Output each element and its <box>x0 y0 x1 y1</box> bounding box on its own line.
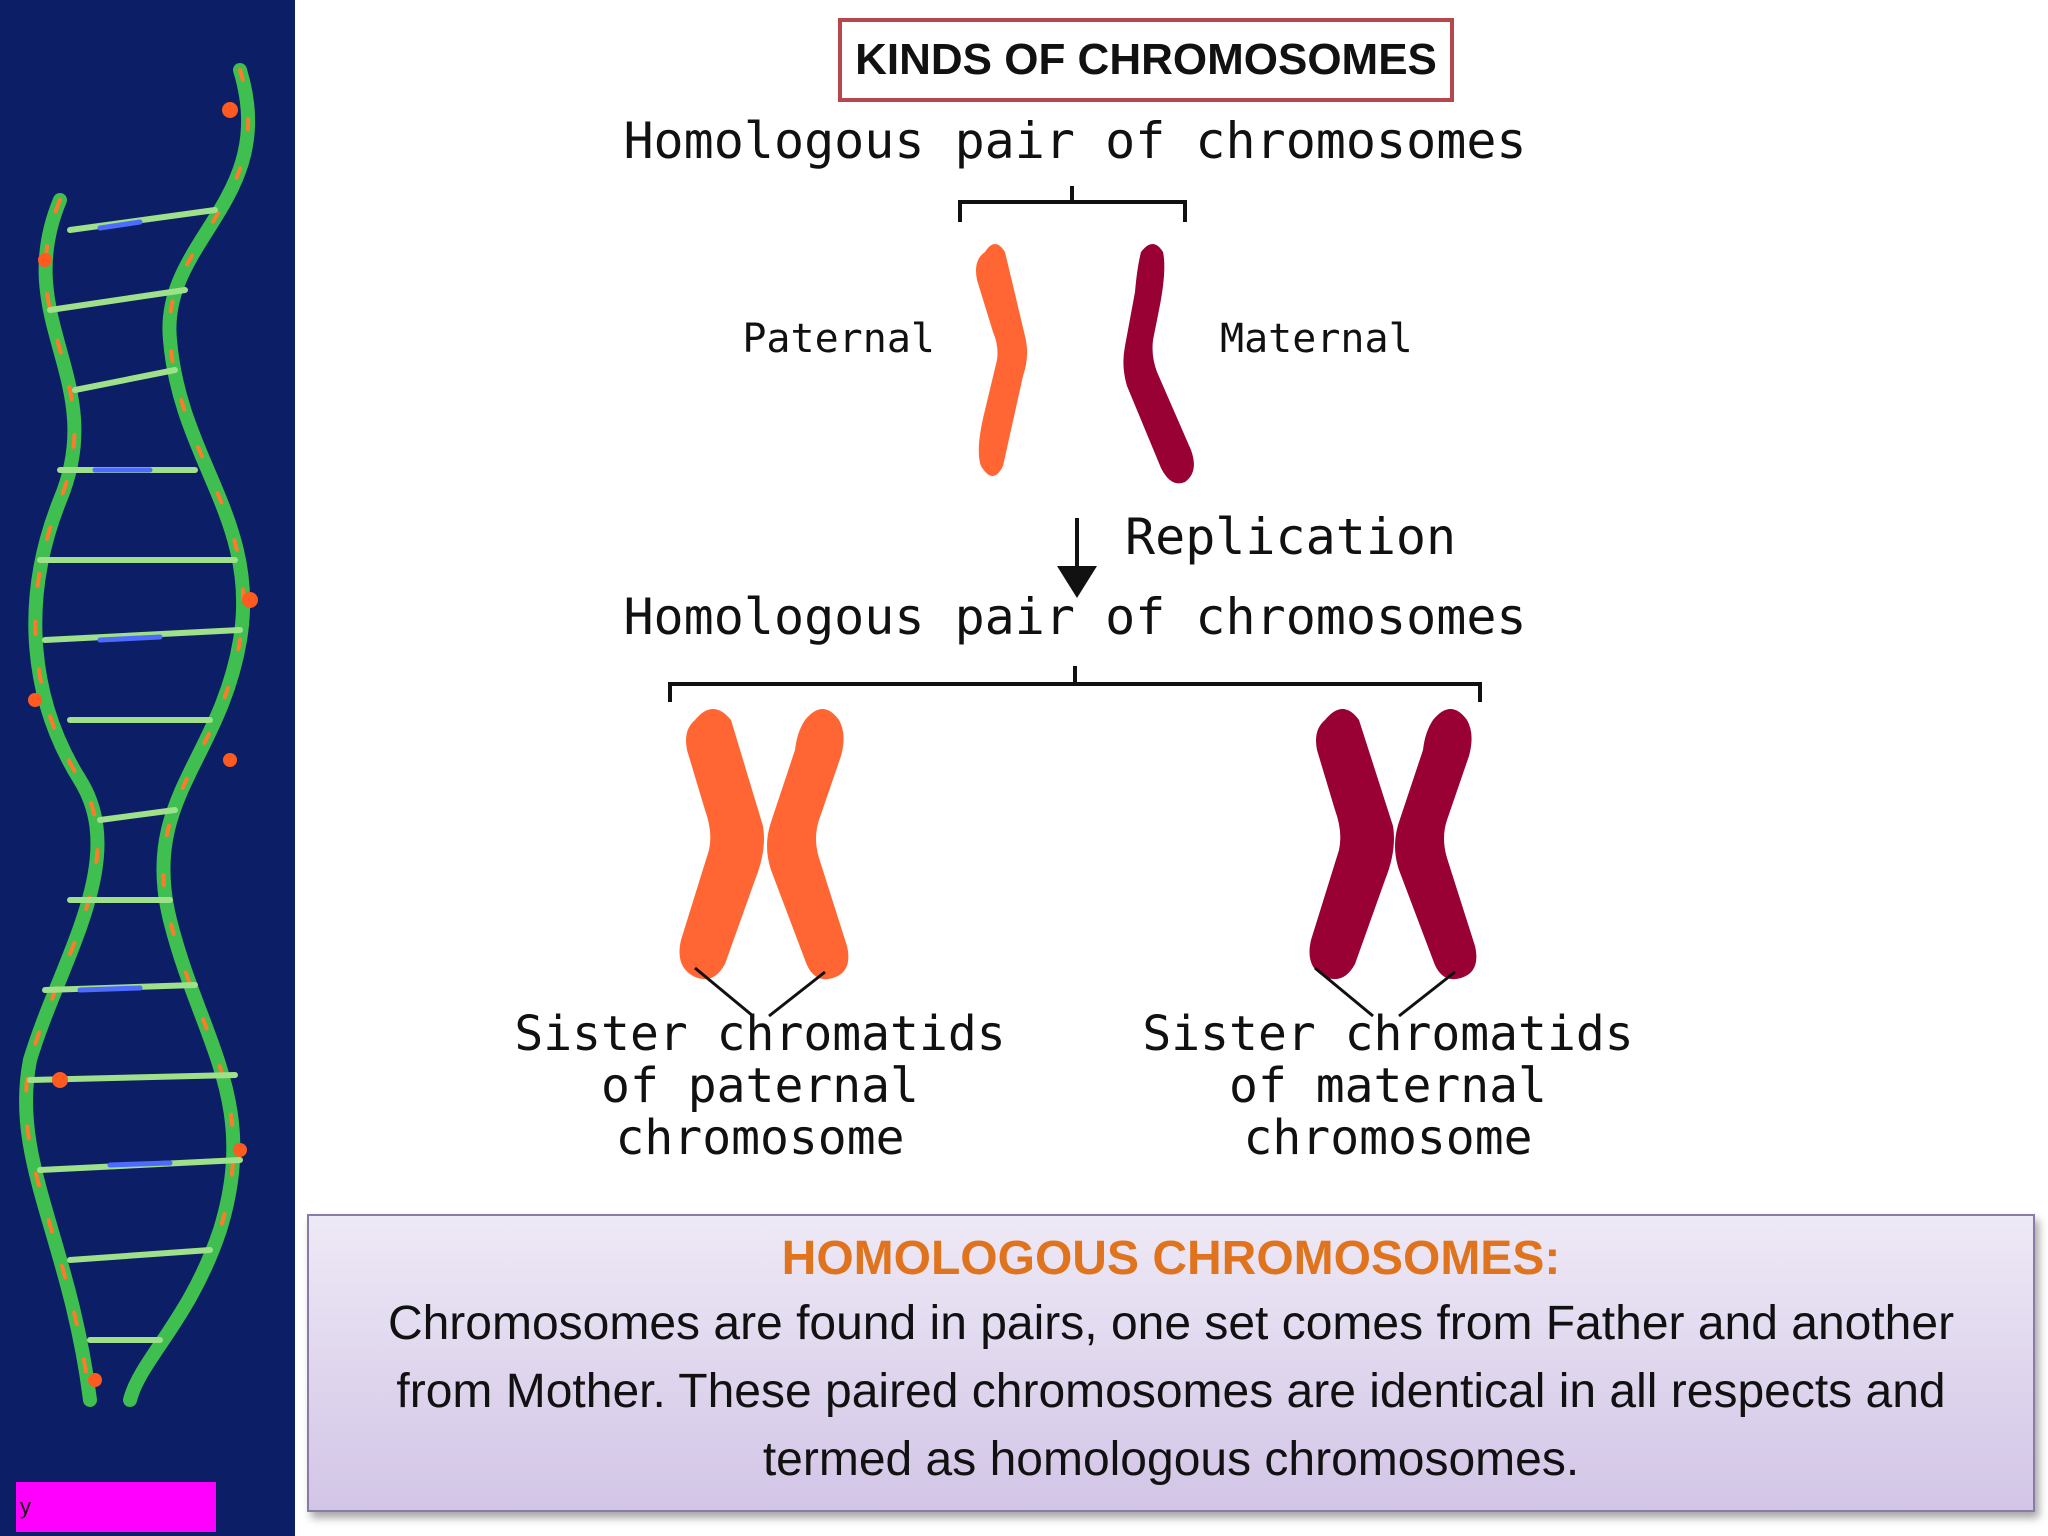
maternal-caption-line-2: of maternal <box>1229 1058 1547 1114</box>
paternal-caption: Sister chromatids of paternal chromosome <box>514 1006 1005 1166</box>
maternal-label: Maternal <box>1220 316 1413 362</box>
slide-title: KINDS OF CHROMOSOMES <box>838 18 1454 102</box>
maternal-pointer-lines <box>1314 966 1456 1018</box>
definition-heading: HOMOLOGOUS CHROMOSOMES: <box>781 1232 1561 1285</box>
maternal-chromosome <box>1123 244 1194 484</box>
bottom-heading-label: Homologous pair of chromosomes <box>623 588 1526 646</box>
maternal-sister-chromatids <box>1309 709 1477 980</box>
paternal-pointer-lines <box>694 966 826 1018</box>
chromosome-diagram: Homologous pair of chromosomes Paternal … <box>514 112 1633 1166</box>
top-bracket <box>958 186 1187 222</box>
paternal-chromosome <box>976 244 1028 476</box>
sidebar-panel: y <box>0 0 295 1536</box>
footer-tag: y <box>16 1482 216 1532</box>
definition-box: HOMOLOGOUS CHROMOSOMES: Chromosomes are … <box>307 1214 2035 1512</box>
definition-text: Chromosomes are found in pairs, one set … <box>387 1297 1955 1486</box>
maternal-caption: Sister chromatids of maternal chromosome <box>1142 1006 1633 1166</box>
maternal-caption-line-3: chromosome <box>1244 1110 1533 1166</box>
paternal-caption-line-2: of paternal <box>601 1058 919 1114</box>
bottom-bracket <box>668 666 1482 702</box>
paternal-sister-chromatids <box>679 709 849 980</box>
replication-label: Replication <box>1125 508 1456 566</box>
paternal-label: Paternal <box>742 316 935 362</box>
top-heading-label: Homologous pair of chromosomes <box>623 112 1526 170</box>
paternal-caption-line-1: Sister chromatids <box>514 1006 1005 1062</box>
paternal-caption-line-3: chromosome <box>616 1110 905 1166</box>
maternal-caption-line-1: Sister chromatids <box>1142 1006 1633 1062</box>
replication-arrow <box>1057 518 1097 598</box>
dna-molecule-image <box>18 63 258 1407</box>
